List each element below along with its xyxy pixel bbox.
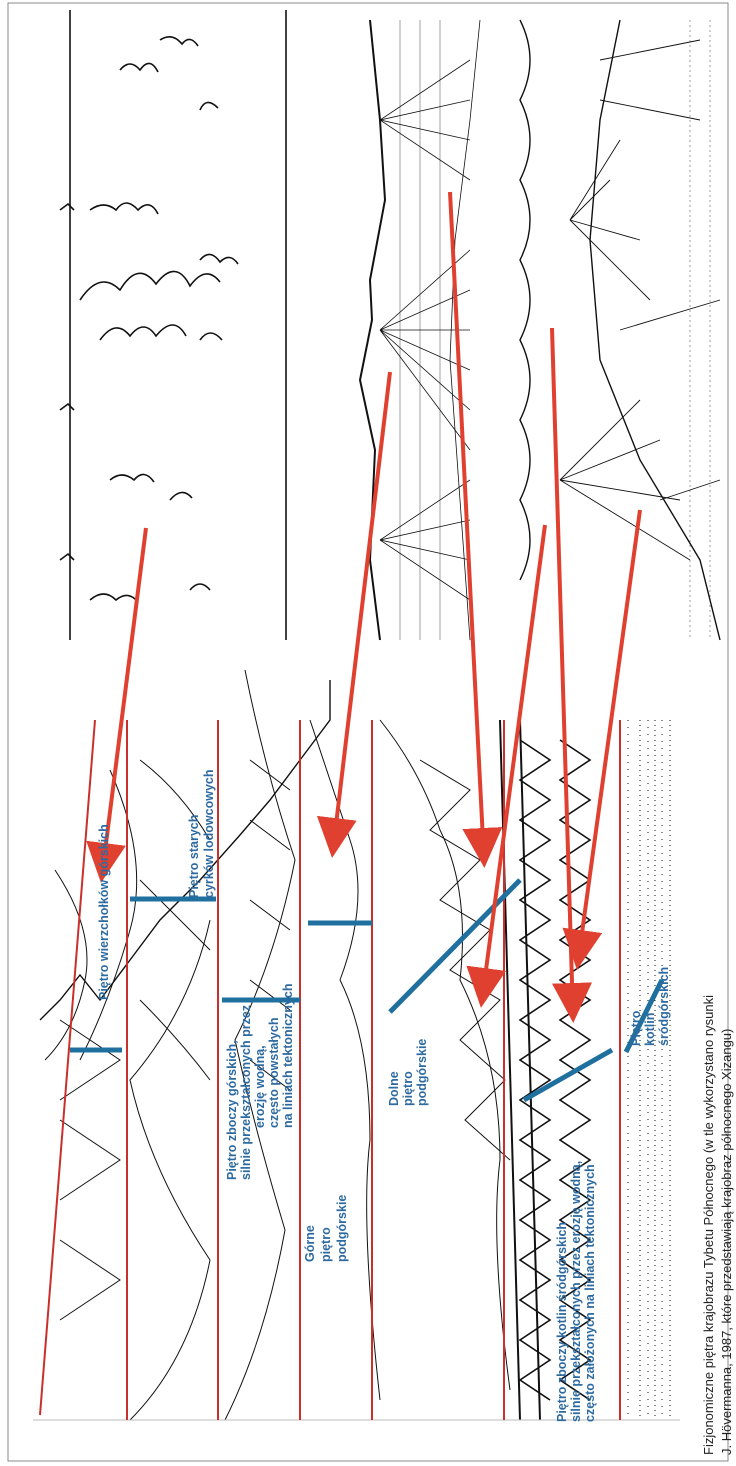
boundary-line-1 [40,720,95,1415]
marker-lower-piedmont [390,880,520,1012]
label-lower-piedmont-2: piętro [401,1071,415,1106]
label-upper-piedmont-3: podgórskie [335,1195,349,1262]
sketch-plateau [60,10,286,640]
label-slopes-1: Piętro zboczy górskich, [225,1040,239,1180]
arrow-basins [578,510,640,962]
figure-caption: Fizjonomiczne piętra krajobrazu Tybetu P… [701,995,734,1455]
label-cirques-2: cyrków lodowcowych [202,769,216,898]
arrow-lower-piedmont-1 [450,192,484,860]
label-slopes-3: erozję wodną, [253,1045,267,1128]
label-slopes-4: często powstałych [267,1018,281,1128]
belt-boundaries [40,720,620,1420]
caption-line-1: Fizjonomiczne piętra krajobrazu Tybetu P… [701,995,716,1455]
arrow-basin-slopes [552,328,573,1015]
label-lower-piedmont-1: Dolne [387,1071,401,1106]
label-basin-slopes-2: silnie przekształconych przez erozję wod… [569,1161,583,1422]
arrow-upper-piedmont [333,372,390,850]
caption-line-2: J. Hövermanna, 1987, które przedstawiają… [719,1029,734,1455]
arrow-peaks [102,528,146,875]
label-slopes-5: na liniach tektonicznych [281,984,295,1128]
label-cirques-1: Piętro starych [187,815,201,898]
label-basin-slopes-1: Piętro zboczy kotlin śródgórskich [555,1222,569,1422]
marker-basin-slopes [524,1050,612,1100]
belt-labels: Piętro wierzchołków górskich Piętro star… [97,769,671,1422]
sketch-piedmont [360,20,480,640]
sketch-panels [60,10,720,640]
sketch-basin [520,20,720,640]
label-upper-piedmont-1: Górne [303,1225,317,1262]
label-lower-piedmont-3: podgórskie [415,1039,429,1106]
label-slopes-2: silnie przekształconych przez [239,1005,253,1180]
label-upper-piedmont-2: piętro [319,1227,333,1262]
label-peaks: Piętro wierzchołków górskich [97,824,111,1000]
label-basins-3: śródgórskich [657,967,671,1046]
label-basins-2: kotlin [643,1013,657,1046]
label-basin-slopes-3: często założonych na liniach tektoniczny… [583,1164,597,1422]
label-basins-1: Piętro [629,1010,643,1046]
